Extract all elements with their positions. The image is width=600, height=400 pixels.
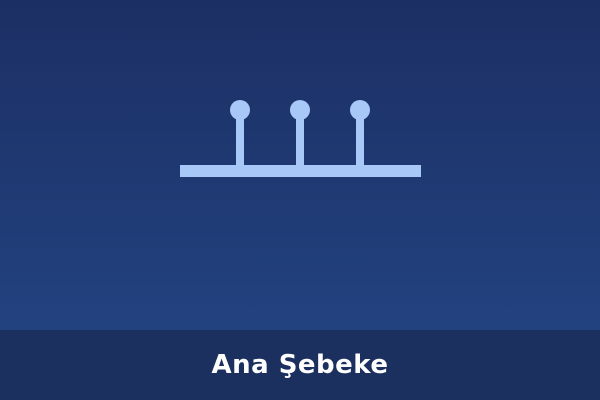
caption-title: Ana Şebeke	[211, 350, 389, 380]
main-grid-busbar-icon	[180, 100, 421, 177]
feeder-stem-right	[356, 112, 364, 167]
feeder-node-center	[290, 100, 310, 120]
busbar-line	[180, 165, 421, 177]
feeder-stem-center	[296, 112, 304, 167]
feeder-node-left	[230, 100, 250, 120]
feeder-stem-left	[236, 112, 244, 167]
caption-bar: Ana Şebeke	[0, 330, 600, 400]
feeder-node-right	[350, 100, 370, 120]
